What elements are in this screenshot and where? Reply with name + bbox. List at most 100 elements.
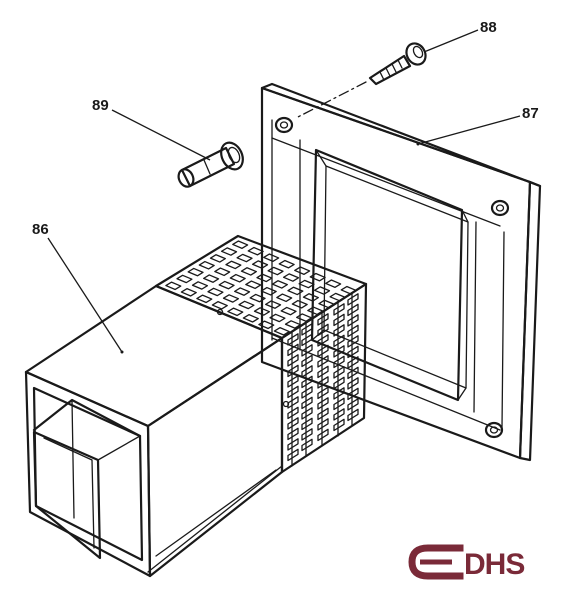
grille-slot [301,323,313,336]
grille-slot [209,254,226,263]
anchor-bolt [177,141,244,188]
grille-slot [256,273,273,283]
grille-slot [347,387,359,401]
grille-slot [287,417,299,430]
grille-slot [284,320,302,329]
grille-slot [347,293,359,306]
mounting-frame [260,82,542,462]
grille-slot [280,306,297,316]
grille-slot [258,320,275,330]
grille-slot [287,406,299,420]
grille-slot [287,448,299,462]
grille-slot [333,303,345,316]
grille-slot [282,273,300,282]
grille-slot [317,428,329,442]
grille-slot [278,259,295,269]
grille-slot [301,386,313,399]
grille-slot [214,267,231,277]
grille-slot [333,418,345,432]
grille-slot [287,354,299,367]
grille-slot [251,260,269,269]
grille-slot [333,408,345,421]
grille-slot [232,240,249,249]
grille-slot [317,323,329,337]
grille-slot [273,327,290,336]
grille-slot [287,375,299,388]
grille-slot [247,246,264,256]
dhs-logo: DHS [408,544,525,581]
grille-slot [227,307,244,317]
grille-slot [333,334,345,348]
grille-slot [317,334,329,347]
grille-slot [301,438,313,452]
grille-slot [340,285,357,295]
grille-slot [347,356,359,369]
leader-86 [47,237,123,353]
grille-slot [301,417,313,431]
grille-slot [287,385,299,399]
grille-slot [301,375,313,389]
grille-slot [333,345,345,358]
grille-slot [236,253,253,263]
grille-slot [240,267,257,276]
grille-slot [347,366,359,380]
grille-slot [301,396,313,410]
grille-slot [329,292,346,302]
callout-86: 86 [32,221,49,238]
grille-slot [298,279,315,289]
grille-slot [294,266,311,275]
grille-slot [317,355,329,368]
grille-slot [222,294,240,303]
grille-slot [347,408,359,422]
grille-slot [309,272,326,282]
grille-slot [276,293,293,303]
grille-slot [307,306,324,316]
grille-slot [245,280,262,290]
grille-slot [317,365,329,379]
grille-slot [180,288,197,297]
grille-slot [287,427,299,441]
grille-slot [249,293,266,303]
grille-slot [317,397,329,410]
grille-slot [333,397,345,411]
grille-slot [317,407,329,421]
grille-slot [207,287,224,297]
grille-slot [333,387,345,400]
callout-87: 87 [522,105,539,122]
leader-87 [417,115,521,145]
grille-slot [242,314,259,323]
grille-slot [318,299,335,309]
grille-slot [301,344,313,357]
grille-slot [347,303,359,317]
grille-slot [301,365,313,378]
grille-slot [317,344,329,358]
grille-slot [253,307,271,316]
grille-slot [333,376,345,390]
grille-slot [347,345,359,359]
vent-housing [24,234,368,578]
grille-slot [347,314,359,327]
grille-slot [333,313,345,327]
grille-slot [287,333,299,346]
grille-slot [287,438,299,451]
grille-slot [191,281,209,290]
grille-slot [317,386,329,400]
grille-slot [271,280,288,289]
grille-slot [196,294,213,304]
grille-slot [347,377,359,390]
wood-screw [295,42,427,119]
leader-89 [111,109,211,161]
leader-88 [423,29,479,53]
grille-slot [229,273,246,283]
grille-slot [301,428,313,441]
grille-slot [220,247,238,256]
vent-grille-side [287,293,359,462]
grille-slot [347,324,359,338]
grille-slot [347,335,359,348]
grille-slot [218,280,235,290]
grille-slot [287,343,299,357]
callout-88: 88 [480,19,497,36]
grille-slot [267,266,284,276]
grille-slot [296,313,313,322]
